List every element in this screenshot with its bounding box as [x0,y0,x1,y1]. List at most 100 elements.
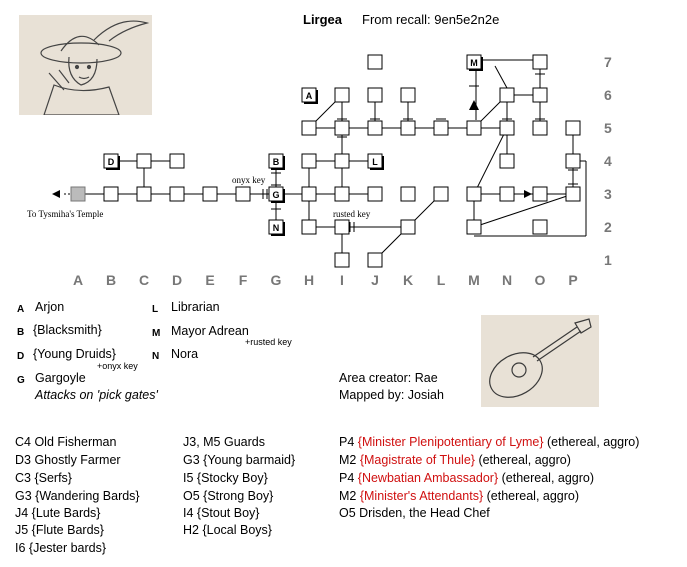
mob-entry: H2 {Local Boys} [183,523,272,537]
room-i2 [334,219,350,235]
mob-entry: J3, M5 Guards [183,435,265,449]
mob-entry: M2 {Magistrate of Thule} (ethereal, aggr… [339,453,571,467]
row-label-7: 7 [604,54,612,70]
col-label-e: E [205,272,215,288]
room-d3 [169,186,185,202]
room-p5 [565,120,581,136]
marker-letter: M [470,58,478,68]
room-n4 [499,153,515,169]
mob-location: P4 [339,471,358,485]
room-k2 [400,219,416,235]
room-n5 [499,120,515,136]
room-i6 [334,87,350,103]
room-j7 [367,54,383,70]
room-c3 [136,186,152,202]
onyx-key-label: onyx key [232,175,266,185]
mob-entry: I4 {Stout Boy} [183,506,260,520]
mob-entry: C4 Old Fisherman [15,435,117,449]
legend-young-druids: {Young Druids} [33,347,116,361]
marker-letter: L [372,157,378,167]
sketch-portrait-image [19,15,152,115]
marker-room-h6 [301,87,317,103]
temple-exit-label: To Tysmiha's Temple [27,209,104,219]
marker-letter: G [272,190,279,200]
west-exit-arrow [52,190,60,198]
mob-flags: (ethereal, aggro) [498,471,595,485]
room-p3 [565,186,581,202]
room-n3 [499,186,515,202]
sketch-lute-image [481,315,599,407]
marker-letter: D [108,157,115,167]
mob-location: O5 Drisden, the Head Chef [339,506,490,520]
up-exit-arrow [469,100,479,110]
mob-entry: J4 {Lute Bards} [15,506,101,520]
room-l5 [433,120,449,136]
col-label-h: H [303,272,315,288]
mob-name-hostile: {Minister's Attendants} [359,489,484,503]
room-i4 [334,153,350,169]
legend-letter-g: G [17,375,25,386]
row-label-1: 1 [604,252,612,268]
mob-entry: G3 {Wandering Bards} [15,489,140,503]
mob-flags: (ethereal, aggro) [474,453,571,467]
room-j1 [367,252,383,268]
room-o2 [532,219,548,235]
mob-entry: I6 {Jester bards} [15,541,107,555]
col-label-c: C [138,272,150,288]
mob-entry: O5 {Strong Boy} [183,489,274,503]
marker-room-g2 [268,219,284,235]
room-o5 [532,120,548,136]
room-o3 [532,186,548,202]
legend-arjon: Arjon [35,300,65,314]
col-label-i: I [340,272,344,288]
marker-room-g4 [268,153,284,169]
mob-entry: I5 {Stocky Boy} [183,471,268,485]
col-label-n: N [501,272,513,288]
room-e3 [202,186,218,202]
mob-entry: P4 {Newbatian Ambassador} (ethereal, agg… [339,471,594,485]
marker-letter: B [273,157,280,167]
col-label-m: M [468,272,480,288]
recall-path: From recall: 9en5e2n2e [362,12,500,27]
room-k5 [400,120,416,136]
room-o6 [532,87,548,103]
row-label-2: 2 [604,219,612,235]
exit-line [473,193,574,228]
room-f3 [235,186,251,202]
room-m2 [466,219,482,235]
mapped-by: Mapped by: Josiah [339,388,444,402]
room-m5 [466,120,482,136]
mob-flags: (ethereal, aggro) [483,489,580,503]
legend-letter-d: D [17,351,25,362]
exit-line [473,127,508,195]
row-label-6: 6 [604,87,612,103]
room-p4 [565,153,581,169]
mob-entry: P4 {Minister Plenipotentiary of Lyme} (e… [339,435,639,449]
room-n6 [499,87,515,103]
room-i3 [334,186,350,202]
room-m3 [466,186,482,202]
legend-onyx-key-note: +onyx key [97,361,138,371]
room-k3 [400,186,416,202]
mob-entry: C3 {Serfs} [15,471,72,485]
mob-flags: (ethereal, aggro) [543,435,640,449]
rusted-key-label: rusted key [333,209,371,219]
col-label-j: J [371,272,379,288]
room-k6 [400,87,416,103]
legend-letter-l: L [152,304,159,315]
marker-letter: N [273,223,280,233]
mob-entry: O5 Drisden, the Head Chef [339,506,490,520]
area-title: Lirgea [303,12,343,27]
row-label-5: 5 [604,120,612,136]
room-o7 [532,54,548,70]
legend-blacksmith: {Blacksmith} [33,323,102,337]
legend-letter-m: M [152,328,161,339]
mob-entry: M2 {Minister's Attendants} (ethereal, ag… [339,489,579,503]
col-label-p: P [568,272,578,288]
legend-letter-b: B [17,327,25,338]
legend-gargoyle: Gargoyle [35,371,86,385]
room-l3 [433,186,449,202]
col-label-l: L [436,272,446,288]
col-label-o: O [534,272,546,288]
col-label-k: K [402,272,414,288]
